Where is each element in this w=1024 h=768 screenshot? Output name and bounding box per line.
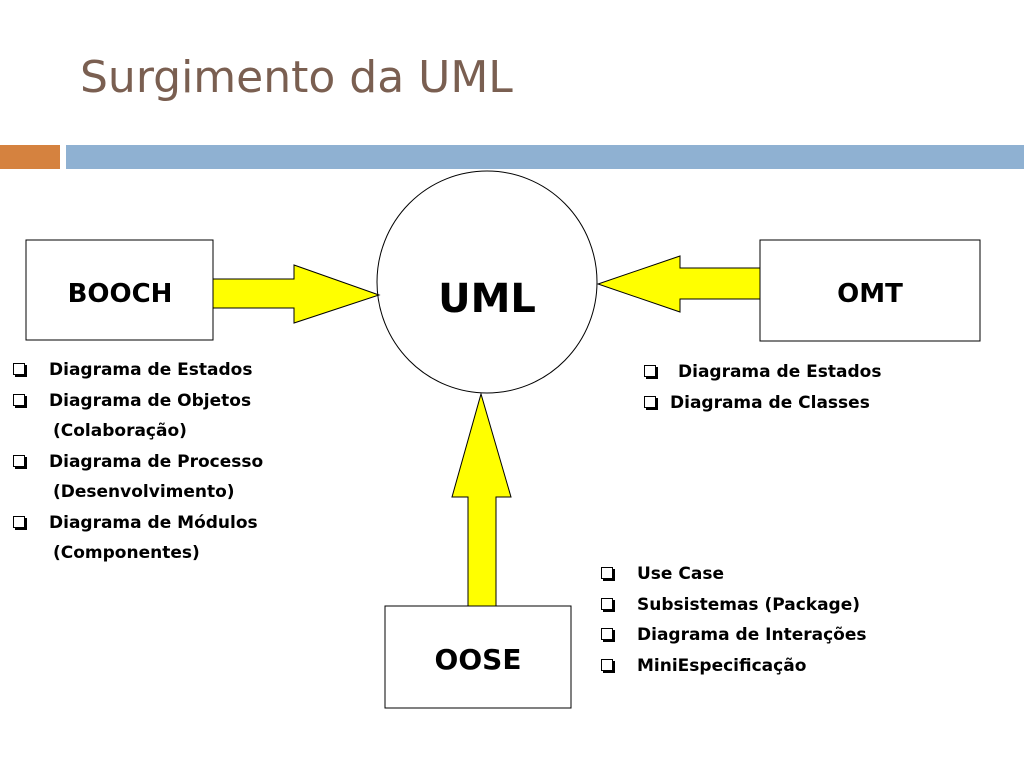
list-item: Subsistemas (Package) bbox=[601, 590, 867, 621]
checkbox-bullet-icon bbox=[13, 393, 25, 406]
booch-diagram-list: Diagrama de Estados Diagrama de Objetos (… bbox=[13, 355, 263, 569]
oose-box bbox=[384, 605, 572, 709]
accent-bar-blue bbox=[66, 145, 1024, 169]
list-item-text: Diagrama de Interações bbox=[637, 625, 867, 645]
list-item: Diagrama de Módulos (Componentes) bbox=[13, 508, 263, 569]
list-item-text: Diagrama de Processo bbox=[49, 451, 264, 472]
list-item-text: Diagrama de Objetos bbox=[49, 390, 252, 411]
list-item-subtext: (Desenvolvimento) bbox=[53, 482, 235, 502]
list-item: Diagrama de Estados bbox=[644, 357, 881, 388]
list-item-subtext: (Colaboração) bbox=[53, 421, 187, 441]
checkbox-bullet-icon bbox=[644, 395, 656, 408]
oose-diagram-list: Use Case Subsistemas (Package) Diagrama … bbox=[601, 559, 867, 681]
list-item: Diagrama de Objetos (Colaboração) bbox=[13, 386, 263, 447]
list-item: MiniEspecificação bbox=[601, 651, 867, 682]
list-item-text: MiniEspecificação bbox=[637, 655, 807, 676]
list-item-text: Diagrama de Classes bbox=[670, 392, 870, 413]
list-item: Diagrama de Estados bbox=[13, 355, 263, 386]
booch-label: BOOCH bbox=[68, 279, 173, 309]
list-item-text: Diagrama de Estados bbox=[49, 360, 253, 380]
arrow-oose-to-uml bbox=[451, 392, 512, 607]
checkbox-bullet-icon bbox=[13, 363, 25, 375]
uml-ellipse bbox=[376, 170, 598, 394]
arrow-omt-to-uml bbox=[596, 255, 761, 313]
omt-diagram-list: Diagrama de Estados Diagrama de Classes bbox=[644, 357, 881, 418]
list-item-text: Diagrama de Módulos bbox=[49, 512, 258, 533]
omt-label: OMT bbox=[837, 279, 903, 309]
list-item: Diagrama de Processo (Desenvolvimento) bbox=[13, 447, 263, 508]
list-item: Use Case bbox=[601, 559, 867, 590]
list-item-text: Diagrama de Estados bbox=[678, 362, 882, 382]
checkbox-bullet-icon bbox=[13, 515, 25, 528]
checkbox-bullet-icon bbox=[601, 628, 613, 640]
list-item: Diagrama de Interações bbox=[601, 620, 867, 651]
arrow-booch-to-uml bbox=[212, 264, 381, 324]
omt-box bbox=[759, 239, 981, 342]
checkbox-bullet-icon bbox=[601, 658, 613, 671]
checkbox-bullet-icon bbox=[601, 597, 613, 610]
slide-title: Surgimento da UML bbox=[80, 52, 513, 103]
list-item-subtext: (Componentes) bbox=[53, 543, 200, 563]
uml-label: UML bbox=[438, 276, 536, 322]
list-item: Diagrama de Classes bbox=[644, 388, 881, 419]
list-item-text: Subsistemas (Package) bbox=[637, 594, 861, 615]
checkbox-bullet-icon bbox=[644, 365, 656, 377]
checkbox-bullet-icon bbox=[13, 454, 25, 467]
oose-label: OOSE bbox=[435, 643, 522, 676]
checkbox-bullet-icon bbox=[601, 567, 613, 579]
list-item-text: Use Case bbox=[637, 564, 724, 584]
accent-bar-orange bbox=[0, 145, 60, 169]
